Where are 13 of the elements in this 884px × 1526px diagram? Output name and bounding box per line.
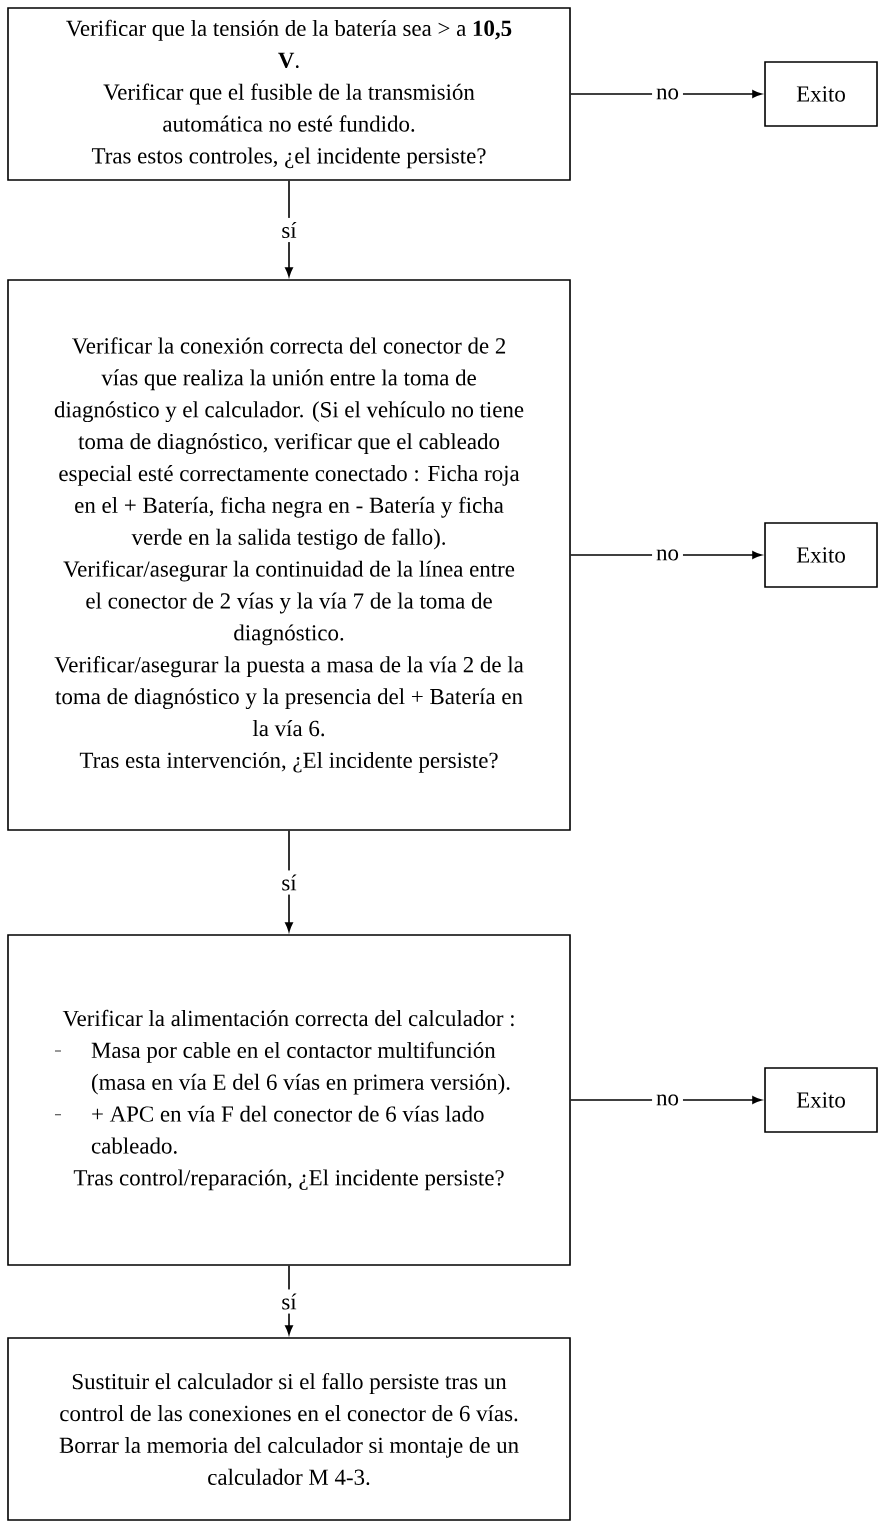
edge-label: sí — [277, 870, 301, 895]
process-box: Verificar la conexión correcta del conector de 2 vías que realiza la unión entre la toma de diagnóstico y el calculador. (Si el vehículo no tiene toma de diagnóstico, verificar que el cableado especial esté correctamente conectado : Ficha roja en el + Batería, ficha negra en - Batería y ficha verde en la salida testigo de fallo). Verificar/asegurar la continuidad de la línea entre el conector de 2 vías y la vía 7 de la toma de diagnóstico. Verificar/asegurar la puesta a masa de la vía 2 de la toma de diagnóstico y la presencia del + Batería en la vía 6. Tras esta intervención, ¿El incidente persiste? — [7, 279, 571, 831]
process-box: Verificar que la tensión de la batería sea > a 10,5 V. Verificar que el fusible de la transmisión automática no esté fundido. Tras estos controles, ¿el incidente persiste? — [7, 7, 571, 181]
edge-label: no — [652, 1090, 683, 1110]
end-box: Exito — [764, 1067, 878, 1133]
end-box: Exito — [764, 61, 878, 127]
edge-label: no — [652, 545, 683, 565]
end-box: Exito — [764, 522, 878, 588]
edge-label: sí — [277, 1289, 301, 1314]
process-box: Verificar la alimentación correcta del calculador : Masa por cable en el contactor multifunción (masa en vía E del 6 vías en primera versión). + APC en vía F del conector de 6 vías lado cableado. Tras control/reparación, ¿El incidente persiste? — [7, 934, 571, 1266]
edge-label: no — [652, 84, 683, 104]
edge-label: sí — [277, 217, 301, 243]
process-box: Sustituir el calculador si el fallo persiste tras un control de las conexiones en el conector de 6 vías. Borrar la memoria del calculador si montaje de un calculador M 4-3. — [7, 1337, 571, 1521]
